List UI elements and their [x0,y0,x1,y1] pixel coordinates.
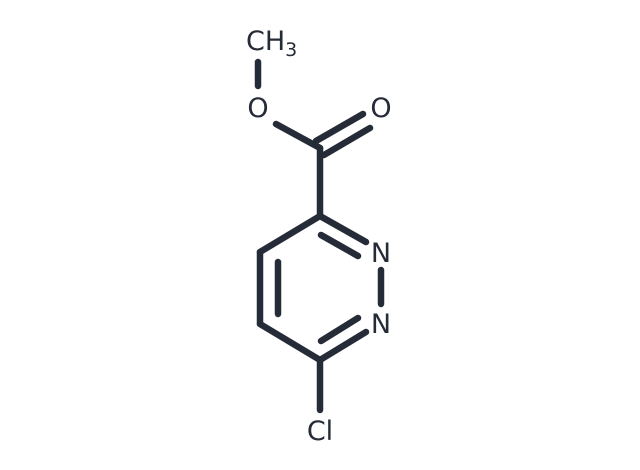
carbonyl-oxygen-label: O [370,93,391,124]
methyl-label: CH3 [246,26,297,61]
bond-carbonyl-double-a [312,110,367,145]
bond-c3-n2-inner [317,231,362,260]
atom-labels: CH3 O O N N Cl [246,26,392,447]
chlorine-label: Cl [307,416,333,447]
bond-c3-n2 [316,212,370,246]
ester-oxygen-label: O [247,93,268,124]
bonds [254,58,385,414]
bond-c4-c3 [256,212,324,256]
bond-n1-c6-inner [317,314,362,345]
bond-oxygen-carbonyl [272,120,324,152]
bond-n1-c6 [316,328,370,364]
bond-carbonyl-double-b [320,124,374,159]
bond-c6-c5 [256,320,324,364]
nitrogen-2-label: N [371,238,391,269]
nitrogen-1-label: N [371,309,391,340]
